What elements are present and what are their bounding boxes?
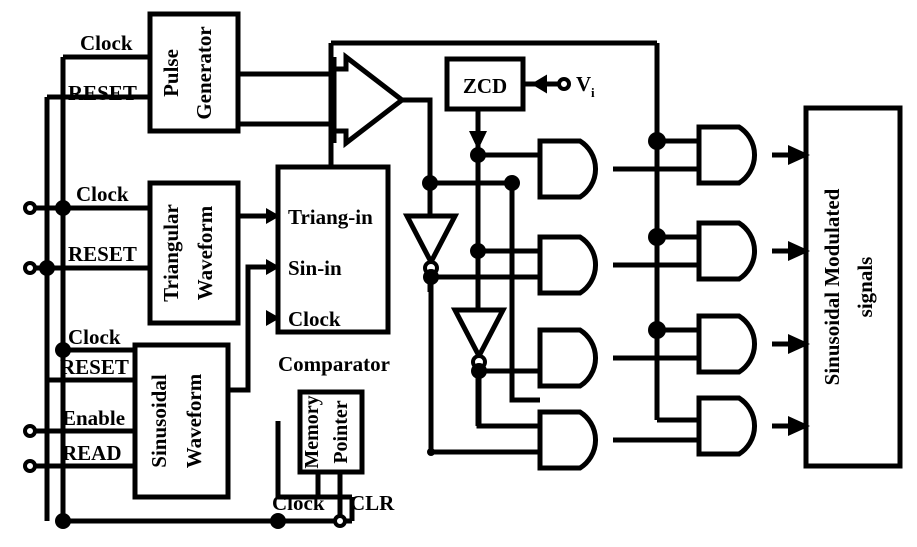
vi-terminal[interactable] [557,77,571,91]
arrow-head [266,259,280,275]
and-gate-7[interactable] [696,313,758,375]
sinusoidal-label-line2: Waveform [182,373,206,468]
memory-pointer-clr-label: CLR [350,491,395,515]
pulse-generator-inputs [47,54,150,100]
and-gate-2[interactable] [537,234,599,296]
triangular-waveform-block[interactable] [147,180,241,326]
clock-terminal[interactable] [23,201,37,215]
zcd-label: ZCD [463,74,507,98]
memory-pointer-label-line1: Memory [301,395,323,468]
vi-subscript: i [591,85,595,100]
arrow-head [788,145,810,165]
label-sinusoidal-clock: Clock [68,325,121,349]
sinusoidal-label-line1: Sinusoidal [147,374,171,468]
memory-pointer-block[interactable] [297,389,365,475]
arrow-head [266,310,280,326]
sinusoidal-modulated-signals-block[interactable] [803,105,903,469]
label-sinusoidal-enable: Enable [62,406,125,430]
junction-dot [648,132,666,150]
arrow-head [788,241,810,261]
triangular-label-line2: Waveform [193,205,217,300]
output-label-line1: Sinusoidal Modulated [820,188,844,385]
and-gate-3[interactable] [537,327,599,389]
junction-dot [648,228,666,246]
inverter-1[interactable] [402,213,460,276]
junction-dot [270,513,286,529]
triangular-label-line1: Triangular [159,204,183,302]
label-sinusoidal-reset: RESET [60,355,129,379]
memory-pointer-clock-label: Clock [272,491,325,515]
comparator-port-clock: Clock [288,307,341,331]
output-arrows [772,145,810,436]
comparator-port-sin-in: Sin-in [288,256,342,280]
comparator-input-arrows [228,208,280,393]
pulse-generator-outputs [238,71,335,127]
junction-dot [55,200,71,216]
triangular-inputs [47,205,150,271]
and-gate-5[interactable] [696,124,758,186]
label-pulse-gen-reset: RESET [68,81,137,105]
arrow-head [788,416,810,436]
junction-dot [648,321,666,339]
enable-terminal[interactable] [23,424,37,438]
clr-terminal[interactable] [333,514,347,528]
label-triangular-reset: RESET [68,242,137,266]
inverter-2[interactable] [450,307,508,370]
comparator-block[interactable] [275,164,391,335]
label-pulse-gen-clock: Clock [80,31,133,55]
arrow-head [788,334,810,354]
arrow-head [266,208,280,224]
read-terminal[interactable] [23,459,37,473]
carrier-bus-right [648,132,699,423]
comparator-caption: Comparator [278,352,390,376]
interstage-links [657,166,699,361]
junction-dot [504,175,520,191]
junction-dot [55,342,71,358]
inverter-2-output [471,363,540,429]
sinusoidal-inputs [47,347,135,469]
comparator-port-triang-in: Triang-in [288,205,373,229]
pulse-generator-label-line1: Pulse [159,49,183,97]
and-gate-6[interactable] [696,220,758,282]
and-gate-4[interactable] [537,409,599,471]
memory-pointer-connections [270,472,352,529]
label-triangular-clock: Clock [76,182,129,206]
junction-dot-small [427,448,435,456]
reset-terminal[interactable] [23,261,37,275]
pulse-generator-label-line2: Generator [192,26,216,119]
vi-label: V [576,72,591,96]
sinusoidal-waveform-block[interactable] [132,342,231,500]
junction-dot [55,513,71,529]
output-label-line2: signals [853,257,877,318]
memory-pointer-label-line2: Pointer [330,400,352,463]
buffer-amplifier[interactable] [331,51,407,149]
and-gate-1[interactable] [537,138,599,200]
pulse-generator-block[interactable] [147,11,241,134]
junction-dot [39,260,55,276]
label-sinusoidal-read: READ [62,441,122,465]
vi-input [523,74,571,94]
and-gate-8[interactable] [696,395,758,457]
